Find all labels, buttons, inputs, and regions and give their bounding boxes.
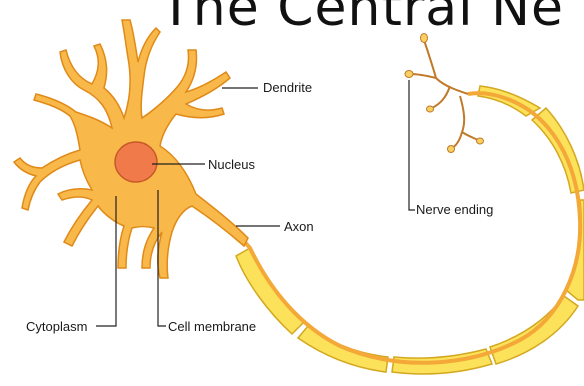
label-nerve-ending: Nerve ending [416,202,493,217]
label-cell-membrane: Cell membrane [168,319,256,334]
axon [200,93,580,363]
cell-body [14,20,248,278]
nerve-ending-leader [409,80,415,210]
label-nucleus: Nucleus [208,157,255,172]
nerve-ending-branches [410,40,478,148]
label-dendrite: Dendrite [263,80,312,95]
label-axon: Axon [284,219,314,234]
label-cytoplasm: Cytoplasm [26,319,87,334]
nucleus [115,142,157,182]
